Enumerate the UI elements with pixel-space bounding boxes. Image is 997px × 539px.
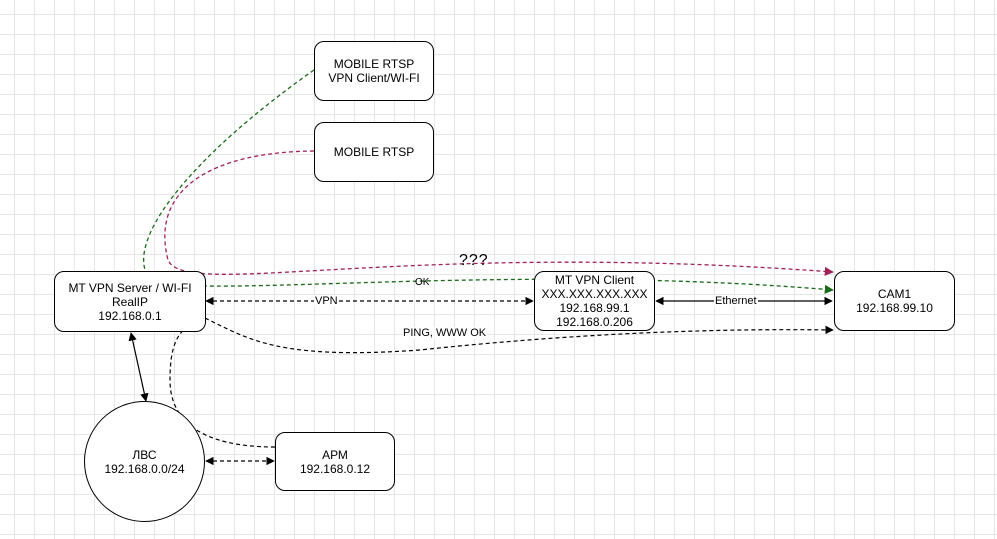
node-vpn-server[interactable]: MT VPN Server / WI-FI RealIP 192.168.0.1 <box>54 271 206 332</box>
edge-label-vpn: VPN <box>314 295 339 307</box>
node-label: 192.168.0.1 <box>98 308 162 323</box>
node-label: RealIP <box>111 294 149 309</box>
node-label: VPN Client/WI-FI <box>328 71 420 85</box>
edge-mobile-rtsp-to-cam1 <box>164 150 834 276</box>
edge-arm-to-server <box>169 319 276 448</box>
edge-label-ethernet: Ethernet <box>714 295 758 307</box>
node-label: 192.168.99.10 <box>856 301 933 315</box>
node-cam1[interactable]: CAM1 192.168.99.10 <box>834 271 955 331</box>
node-label: CAM1 <box>877 287 912 301</box>
node-label: MOBILE RTSP <box>333 145 415 159</box>
node-label: ЛВС <box>132 447 157 462</box>
edge-label-ping: PING, WWW OK <box>402 327 488 339</box>
node-vpn-client[interactable]: MT VPN Client XXX.XXX.XXX.XXX 192.168.99… <box>534 271 655 331</box>
node-label: MT VPN Client <box>554 273 635 287</box>
node-label: XXX.XXX.XXX.XXX <box>541 287 648 301</box>
node-label: АРМ <box>322 447 348 462</box>
node-label: 192.168.0.12 <box>299 461 371 476</box>
node-arm[interactable]: АРМ 192.168.0.12 <box>275 432 395 491</box>
edge-ping <box>204 317 834 354</box>
node-label: MOBILE RTSP <box>333 57 415 71</box>
node-lan[interactable]: ЛВС 192.168.0.0/24 <box>84 401 205 522</box>
node-label: 192.168.0.0/24 <box>104 461 185 476</box>
node-mobile-rtsp-vpn-client[interactable]: MOBILE RTSP VPN Client/WI-FI <box>314 41 434 101</box>
node-label: MT VPN Server / WI-FI <box>68 280 192 295</box>
edge-server-lan <box>128 332 149 402</box>
edge-label-ok: OK <box>415 277 430 288</box>
node-mobile-rtsp[interactable]: MOBILE RTSP <box>314 122 434 182</box>
edge-label-unknown: ??? <box>459 252 489 269</box>
edge-mobile-vpn-to-cam1 <box>143 69 834 294</box>
node-label: 192.168.0.206 <box>556 315 633 329</box>
node-label: 192.168.99.1 <box>559 301 630 315</box>
